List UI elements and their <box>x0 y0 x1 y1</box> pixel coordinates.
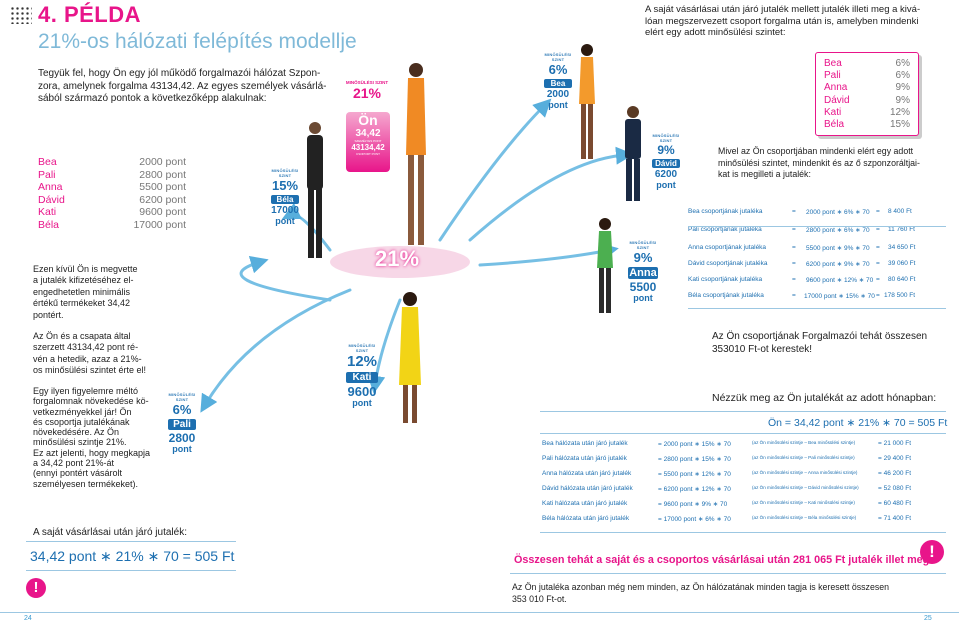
node-bea: MINŐSÜLÉSI SZINT 6% Bea 2000 pont <box>543 52 573 110</box>
divider <box>510 573 946 574</box>
man-figure-icon <box>307 122 323 258</box>
page-title: 4. PÉLDA <box>38 2 142 27</box>
own-commission-label: A saját vásárlásai után járó jutalék: <box>33 527 187 538</box>
page-number-left: 24 <box>24 615 32 622</box>
divider <box>540 433 946 434</box>
arrow-to-pali <box>200 288 352 413</box>
exclamation-icon: ! <box>26 578 46 598</box>
own-commission-formula: 34,42 pont ∗ 21% ∗ 70 = 505 Ft <box>30 548 235 564</box>
man-suit-figure-icon <box>625 106 641 201</box>
grand-total: Összesen tehát a saját és a csoportos vá… <box>514 554 933 566</box>
divider <box>540 532 946 533</box>
divider <box>26 570 236 571</box>
dot-pattern-icon <box>10 6 32 24</box>
big-percent-badge: 21% <box>375 246 420 271</box>
divider <box>688 308 946 309</box>
divider <box>540 411 946 412</box>
group-total-text: Az Ön csoportjának Forgalmazói tehát öss… <box>712 331 928 355</box>
divider <box>688 226 946 227</box>
woman-figure-icon <box>406 63 426 245</box>
divider <box>26 541 236 542</box>
arrow-to-bea <box>438 98 552 242</box>
node-bela: MINŐSÜLÉSI SZINT 15% Béla 17000 pont <box>271 168 299 226</box>
center-node: MINŐSÜLÉSI SZINT 21% <box>345 80 389 101</box>
woman-orange-figure-icon <box>579 44 595 159</box>
intro-text: Tegyük fel, hogy Ön egy jól működő forga… <box>38 68 327 104</box>
node-david: MINŐSÜLÉSI SZINT 9% Dávid 6200 pont <box>651 133 681 190</box>
node-anna: MINŐSÜLÉSI SZINT 9% Anna 5500 pont <box>627 240 659 303</box>
closing-text: Az Ön jutaléka azonban még nem minden, a… <box>512 582 890 604</box>
arrow-to-bela <box>281 202 332 252</box>
own-calc: Ön = 34,42 pont ∗ 21% ∗ 70 = 505 Ft <box>768 417 948 429</box>
exclamation-icon: ! <box>920 540 944 564</box>
arrow-to-anna <box>478 242 619 267</box>
arrow-to-david <box>468 146 634 242</box>
woman-yellow-figure-icon <box>399 292 421 423</box>
right-intro: A saját vásárlásai után járó jutalék mel… <box>645 4 921 38</box>
page-number-right: 25 <box>924 615 932 622</box>
arrow-curve-left <box>239 255 332 302</box>
month-heading: Nézzük meg az Ön jutalékát az adott hóna… <box>712 392 937 404</box>
right-mid-text: Mivel az Ön csoportjában mindenki elért … <box>718 146 920 179</box>
page-subtitle: 21%-os hálózati felépítés modellje <box>38 30 357 53</box>
node-kati: MINŐSÜLÉSI SZINT 12% Kati 9600 pont <box>346 343 378 408</box>
woman-green-figure-icon <box>597 218 613 313</box>
footer-divider <box>0 612 959 613</box>
node-pali: MINŐSÜLÉSI SZINT 6% Pali 2800 pont <box>167 392 197 454</box>
center-node-box: Ön 34,42 SZEMÉLYES PONT 43134,42 CSOPORT… <box>346 112 390 172</box>
